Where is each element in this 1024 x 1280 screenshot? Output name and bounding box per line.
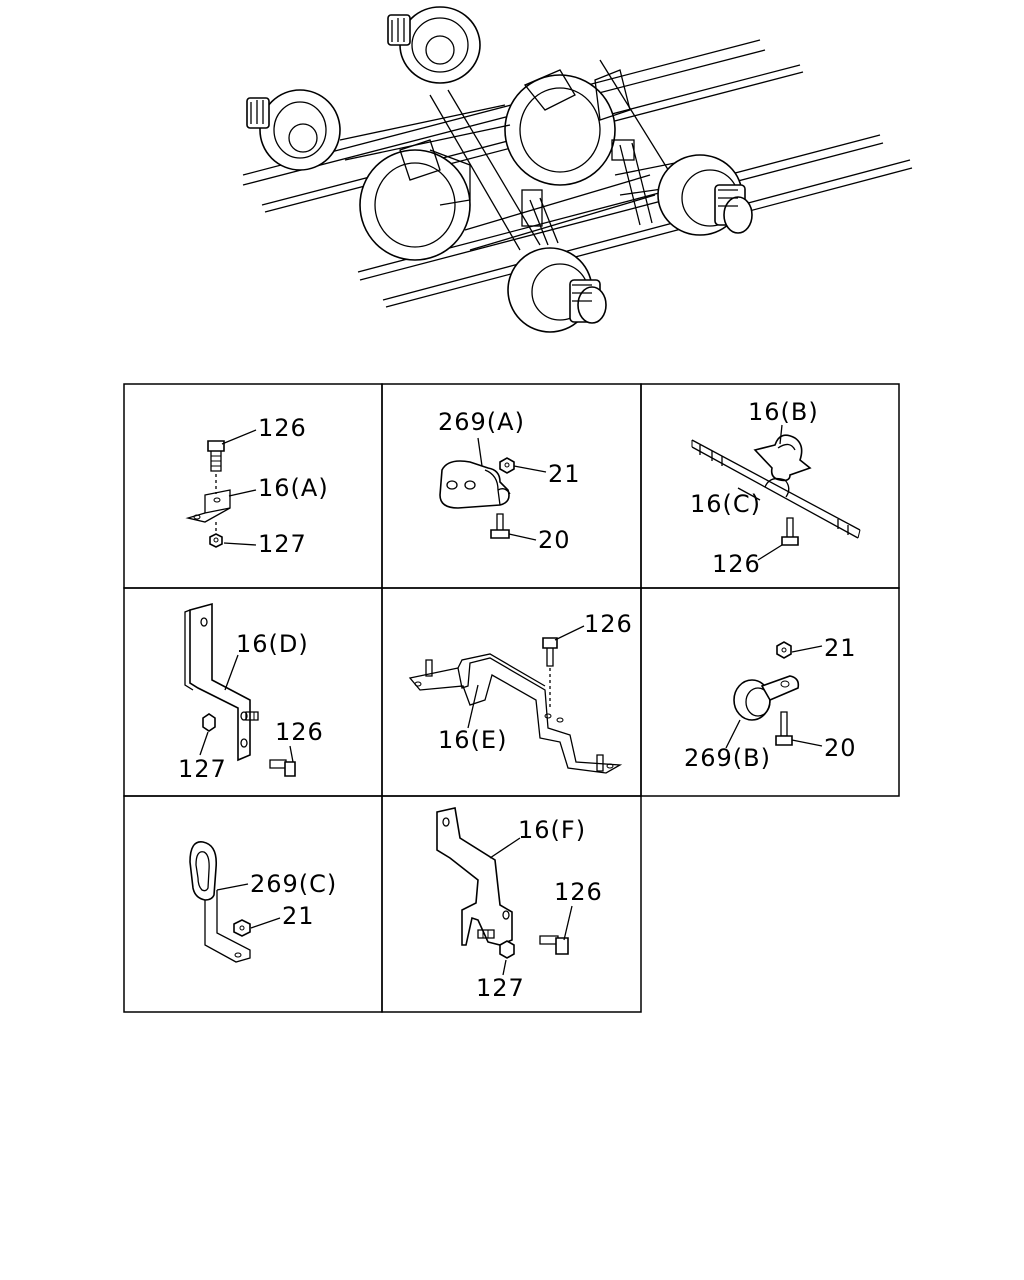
bracket-16f	[436, 807, 513, 946]
label-20: 20	[824, 734, 857, 762]
label-20: 20	[538, 526, 571, 554]
label-16d: 16(D)	[236, 630, 309, 658]
bolt-126	[542, 637, 558, 667]
bolt-126	[781, 517, 799, 546]
label-16e: 16(E)	[438, 726, 507, 754]
nut-21	[499, 457, 515, 474]
stud-right	[596, 754, 604, 772]
bolt-126	[269, 759, 296, 777]
differential-front	[359, 149, 471, 261]
label-16f: 16(F)	[518, 816, 586, 844]
nut-127	[209, 533, 223, 548]
panel-bracket-16f: 16(F) 126 127	[436, 807, 603, 1002]
stud-left	[425, 659, 433, 677]
label-269b: 269(B)	[684, 744, 771, 772]
differential-rear	[504, 74, 616, 186]
hub-front-right	[507, 247, 607, 333]
bracket-16e	[408, 653, 623, 774]
label-126: 126	[554, 878, 603, 906]
panel-clamp-269a: 269(A) 21 20	[438, 408, 581, 554]
label-126: 126	[258, 414, 307, 442]
bracket-16c	[691, 439, 861, 539]
nut-21	[776, 641, 792, 659]
axle-assembly-illustration	[242, 6, 913, 333]
label-16c: 16(C)	[690, 490, 761, 518]
nut-127	[202, 713, 216, 732]
panel-bracket-16a: 126 16(A) 127	[185, 414, 329, 558]
label-127: 127	[258, 530, 307, 558]
hub-rear-left	[387, 6, 481, 84]
label-126: 126	[275, 718, 324, 746]
bolt-126	[207, 440, 225, 472]
panel-bracket-16d: 16(D) 126 127	[178, 602, 324, 783]
clamp-269a	[439, 460, 511, 509]
label-269c: 269(C)	[250, 870, 337, 898]
label-21: 21	[282, 902, 315, 930]
hub-rear-right	[657, 154, 753, 236]
label-126: 126	[584, 610, 633, 638]
clamp-269b	[733, 675, 800, 721]
panel-bracket-16e: 126 16(E)	[408, 610, 633, 774]
hub-front-left	[246, 89, 341, 171]
label-16b: 16(B)	[748, 398, 819, 426]
bolt-20	[490, 513, 510, 539]
stud-left	[477, 929, 495, 939]
clamp-16b	[753, 434, 812, 498]
label-127: 127	[178, 755, 227, 783]
label-269a: 269(A)	[438, 408, 525, 436]
nut-21	[233, 919, 251, 937]
panel-clamp-269c: 269(C) 21	[189, 841, 337, 963]
bracket-16a	[185, 489, 231, 523]
parts-grid	[123, 383, 900, 1013]
bracket-16d	[184, 602, 251, 762]
label-16a: 16(A)	[258, 474, 329, 502]
nut-127	[499, 940, 515, 959]
label-127: 127	[476, 974, 525, 1002]
bolt-20	[775, 711, 793, 746]
stud-right	[245, 711, 259, 721]
panel-clamp-269b: 21 269(B) 20	[684, 634, 857, 772]
label-21: 21	[548, 460, 581, 488]
panel-bracket-16bc: 16(B) 16(C) 126	[690, 398, 861, 578]
label-21: 21	[824, 634, 857, 662]
clamp-269c	[189, 841, 251, 963]
label-126: 126	[712, 550, 761, 578]
